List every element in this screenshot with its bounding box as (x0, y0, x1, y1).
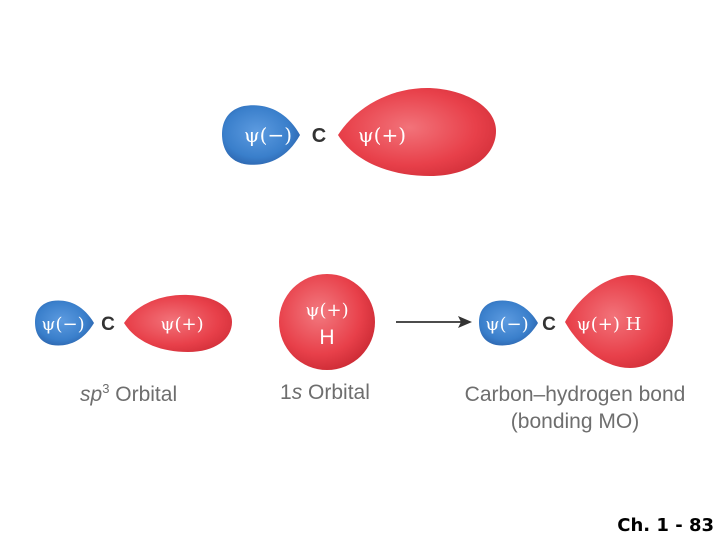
sp3-negative-lobe (35, 300, 94, 346)
sp3-positive-lobe (124, 294, 232, 352)
sp3-caption-sup: 3 (102, 381, 110, 396)
sp3-caption-prefix: sp (80, 383, 103, 406)
bond-caption-line1: Carbon–hydrogen bond (464, 383, 686, 406)
1s-caption-rest: Orbital (302, 381, 370, 404)
1s-caption-prefix: 1 (280, 381, 292, 404)
1s-caption: 1s Orbital (280, 381, 370, 405)
1s-caption-italic: s (291, 381, 303, 404)
bond-negative-lobe (479, 300, 538, 346)
bond-caption-line2: (bonding MO) (510, 410, 640, 433)
top-negative-label: ψ(−) (244, 123, 292, 147)
top-positive-label: ψ(+) (358, 123, 406, 147)
1s-hydrogen-label: H (319, 326, 334, 349)
bonding-mo: ψ(−) C ψ(+) H (479, 275, 673, 368)
bond-positive-lobe (565, 275, 673, 368)
sp3-negative-label: ψ(−) (41, 314, 84, 335)
sp3-positive-label: ψ(+) (160, 314, 203, 335)
top-carbon-label: C (312, 125, 326, 147)
sp3-orbital: ψ(−) C ψ(+) (35, 294, 232, 352)
sp3-carbon-label: C (101, 314, 115, 335)
top-positive-lobe (338, 87, 496, 176)
bond-positive-label: ψ(+) H (577, 314, 642, 335)
1s-positive-label: ψ(+) (305, 300, 348, 321)
1s-sphere (279, 274, 375, 370)
slide-number: Ch. 1 - 83 (617, 515, 714, 536)
sp3-caption: sp3 Orbital (80, 381, 177, 407)
reaction-arrow (396, 316, 472, 328)
bond-carbon-label: C (542, 314, 556, 335)
top-sp3-orbital: ψ(−) C ψ(+) (222, 87, 496, 176)
bond-caption: Carbon–hydrogen bond (bonding MO) (455, 381, 695, 435)
top-negative-lobe (222, 105, 300, 165)
sp3-caption-rest: Orbital (109, 383, 178, 406)
1s-orbital: ψ(+) H (279, 274, 375, 370)
bond-negative-label: ψ(−) (485, 314, 528, 335)
